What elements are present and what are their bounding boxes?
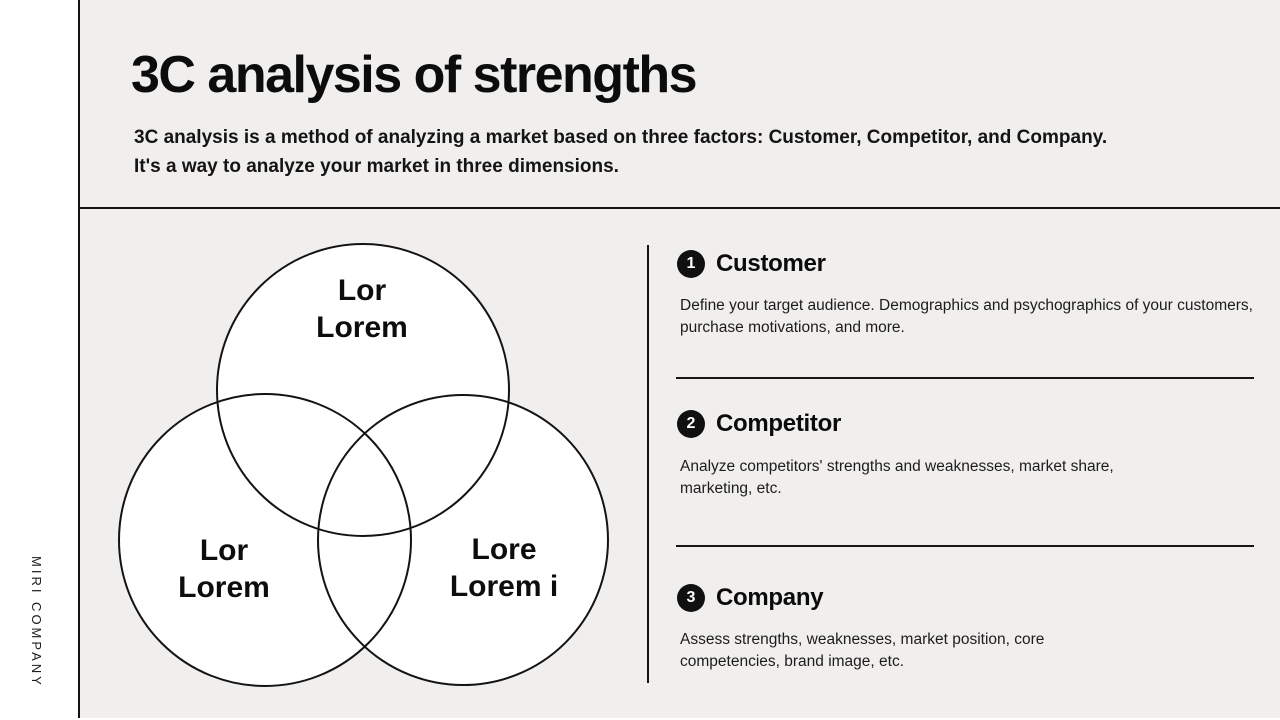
venn-label-top: Lor Lorem	[316, 272, 408, 346]
venn-label-bottom-right: Lore Lorem i	[450, 531, 558, 605]
badge-3: 3	[677, 584, 705, 612]
section-competitor-body-line-1: Analyze competitors' strengths and weakn…	[680, 458, 1114, 475]
venn-label-bottom-left-line-1: Lor	[199, 534, 249, 567]
section-company-body: Assess strengths, weaknesses, market pos…	[680, 629, 1258, 673]
venn-label-bottom-left-line-2: Lorem	[178, 571, 270, 604]
page-subtitle: 3C analysis is a method of analyzing a m…	[134, 123, 1107, 181]
header-divider-line	[80, 207, 1280, 209]
section-customer-body-line-1: Define your target audience. Demographic…	[680, 297, 1253, 314]
section-company-body-line-1: Assess strengths, weaknesses, market pos…	[680, 631, 1045, 648]
venn-label-top-line-1: Lor	[337, 274, 387, 307]
venn-circle-top	[216, 243, 510, 537]
bottom-edge-strip	[0, 718, 1280, 720]
venn-label-bottom-left: Lor Lorem	[178, 532, 270, 606]
sidebar-divider-line	[78, 0, 80, 718]
section-divider-2	[676, 545, 1254, 547]
venn-diagram	[118, 243, 609, 687]
section-competitor-header: 2 Competitor	[677, 410, 1255, 438]
badge-1: 1	[677, 250, 705, 278]
venn-label-bottom-right-line-2: Lorem i	[449, 570, 559, 603]
venn-circle-bottom-left	[118, 393, 412, 687]
left-sidebar	[0, 0, 78, 718]
badge-2: 2	[677, 410, 705, 438]
company-name-vertical: MIRI COMPANY	[29, 556, 44, 688]
venn-circle-bottom-right	[317, 394, 609, 686]
section-company-header: 3 Company	[677, 584, 1255, 612]
subtitle-line-2: It's a way to analyze your market in thr…	[134, 156, 619, 177]
venn-label-top-line-2: Lorem	[316, 311, 408, 344]
section-company-title: Company	[716, 584, 824, 611]
section-customer-body: Define your target audience. Demographic…	[680, 295, 1258, 339]
section-competitor-body: Analyze competitors' strengths and weakn…	[680, 456, 1258, 500]
section-divider-1	[676, 377, 1254, 379]
section-customer-header: 1 Customer	[677, 250, 1255, 278]
section-competitor-body-line-2: marketing, etc.	[680, 480, 782, 497]
section-customer-title: Customer	[716, 250, 826, 277]
section-customer-body-line-2: purchase motivations, and more.	[680, 319, 905, 336]
section-company-body-line-2: competencies, brand image, etc.	[680, 653, 905, 670]
venn-circle-outlines	[118, 243, 609, 687]
venn-label-bottom-right-line-1: Lore	[471, 533, 537, 566]
section-competitor-title: Competitor	[716, 410, 841, 437]
subtitle-line-1: 3C analysis is a method of analyzing a m…	[134, 127, 1108, 148]
page-title: 3C analysis of strengths	[131, 46, 698, 104]
right-column-rule	[647, 245, 649, 683]
